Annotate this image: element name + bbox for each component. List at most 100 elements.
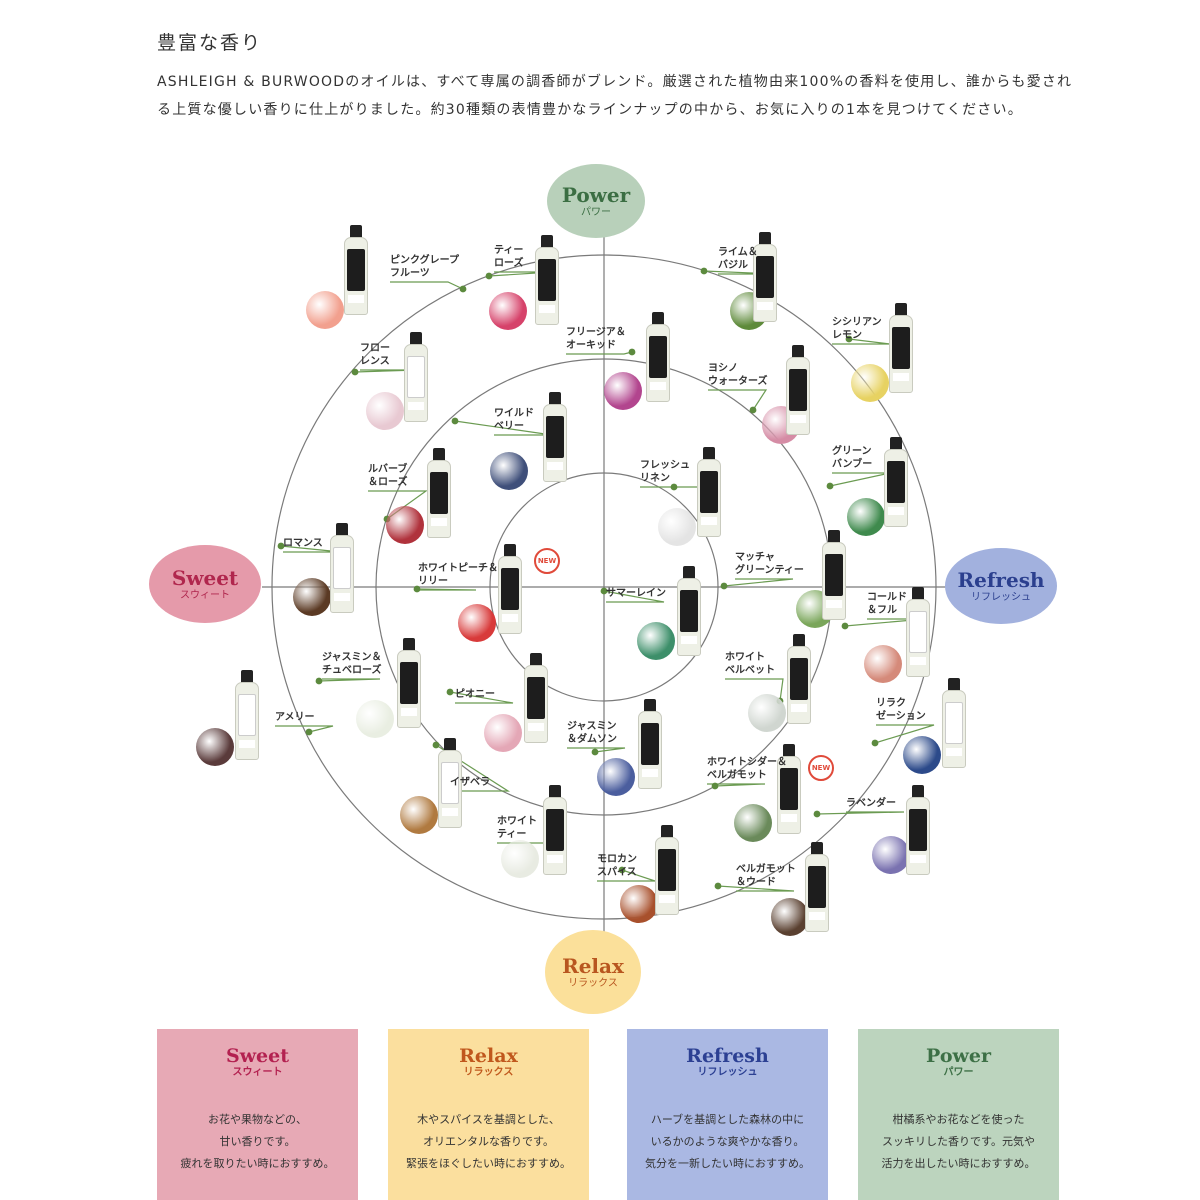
fragrance-name-line: リラク — [876, 698, 906, 709]
oil-bottle — [942, 678, 966, 768]
fragrance-name-line: レモン — [832, 330, 862, 341]
category-relax-en: Relax — [459, 1045, 518, 1067]
fragrance-name: リラクゼーション — [876, 697, 926, 723]
desc-line: 活力を出したい時におすすめ。 — [881, 1157, 1036, 1170]
ring-dot — [277, 542, 285, 550]
fragrance-name: ラベンダー — [846, 797, 896, 810]
ring-dot — [670, 483, 678, 491]
ring-dot — [485, 272, 493, 280]
category-sweet: Sweet スウィート お花や果物などの、 甘い香りです。 疲れを取りたい時にお… — [157, 1029, 358, 1200]
ring-dot — [351, 368, 359, 376]
bottle-sublabel — [757, 302, 773, 310]
axis-sweet: Sweet スウィート — [149, 545, 261, 623]
fragrance-name: ルバーブ ＆ローズ — [368, 463, 408, 489]
bottle-sublabel — [431, 518, 447, 526]
ring-dot — [700, 267, 708, 275]
ring-dot — [845, 335, 853, 343]
bottle-sublabel — [910, 657, 926, 665]
bottle-cap — [890, 437, 902, 451]
desc-line: スッキリした香りです。元気や — [882, 1135, 1035, 1148]
bottle-label — [641, 723, 659, 765]
bottle-cap — [912, 785, 924, 799]
bottle-label — [909, 611, 927, 653]
fragrance-name-line: ＆ローズ — [368, 477, 408, 488]
bottle-sublabel — [888, 507, 904, 515]
oil-bottle — [805, 842, 829, 932]
bottle-cap — [410, 332, 422, 346]
bottle-cap — [759, 232, 771, 246]
bottle-label — [887, 461, 905, 503]
fragrance-name-line: ホワイト — [725, 652, 765, 663]
category-power: Power パワー 柑橘系やお花などを使った スッキリした香りです。元気や 活力… — [858, 1029, 1059, 1200]
bottle-cap — [793, 634, 805, 648]
fragrance-name: ホワイトシダー＆ベルガモット — [707, 756, 787, 782]
fragrance-name-line: ルバーブ — [368, 464, 408, 475]
bottle-sublabel — [659, 895, 675, 903]
fragrance-thumbnail — [458, 604, 496, 642]
bottle-cap — [549, 392, 561, 406]
fragrance-name-line: サマーレイン — [606, 588, 666, 599]
fragrance-name: サマーレイン — [606, 587, 666, 600]
fragrance-thumbnail — [400, 796, 438, 834]
category-power-desc: 柑橘系やお花などを使った スッキリした香りです。元気や 活力を出したい時におすす… — [858, 1109, 1059, 1175]
fragrance-name-line: ティー — [497, 829, 527, 840]
ring-dot — [826, 482, 834, 490]
leader-line — [723, 578, 794, 587]
category-power-en: Power — [926, 1045, 991, 1067]
leader-line — [874, 724, 935, 744]
oil-bottle — [397, 638, 421, 728]
axis-relax: Relax リラックス — [545, 930, 641, 1014]
fragrance-name-line: ティー — [494, 245, 524, 256]
fragrance-thumbnail — [864, 645, 902, 683]
fragrance-name-line: フルーツ — [390, 268, 430, 279]
fragrance-name: ホワイトベルベット — [725, 651, 775, 677]
bottle-sublabel — [239, 740, 255, 748]
bottle-label — [538, 259, 556, 301]
oil-bottle — [655, 825, 679, 915]
ring-dot — [432, 741, 440, 749]
bottle-sublabel — [809, 912, 825, 920]
fragrance-name-line: ホワイトピーチ＆ — [418, 563, 498, 574]
fragrance-name-line: バジル — [718, 260, 748, 271]
fragrance-name: アメリー — [275, 711, 315, 724]
fragrance-thumbnail — [356, 700, 394, 738]
bottle-label — [527, 677, 545, 719]
fragrance-thumbnail — [490, 452, 528, 490]
fragrance-name: ピオニー — [455, 688, 495, 701]
ring-dot — [413, 585, 421, 593]
oil-bottle — [697, 447, 721, 537]
bottle-cap — [895, 303, 907, 317]
oil-bottle — [404, 332, 428, 422]
category-relax: Relax リラックス 木やスパイスを基調とした、 オリエンタルな香りです。 緊… — [388, 1029, 589, 1200]
desc-line: ハーブを基調とした森林の中に — [650, 1113, 805, 1126]
bottle-label — [333, 547, 351, 589]
bottle-sublabel — [442, 808, 458, 816]
desc-line: いるかのような爽やかな香り。 — [650, 1135, 805, 1148]
fragrance-name-line: フリージア＆ — [566, 327, 626, 338]
bottle-cap — [948, 678, 960, 692]
ring-dot — [315, 677, 323, 685]
category-sweet-desc: お花や果物などの、 甘い香りです。 疲れを取りたい時におすすめ。 — [157, 1109, 358, 1175]
leader-line — [566, 351, 633, 355]
ring-dot — [618, 866, 626, 874]
bottle-sublabel — [893, 373, 909, 381]
bottle-label — [546, 809, 564, 851]
leader-line — [318, 678, 381, 682]
fragrance-name-line: ゼーション — [876, 711, 926, 722]
bottle-cap — [912, 587, 924, 601]
bottle-sublabel — [701, 517, 717, 525]
bottle-label — [789, 369, 807, 411]
fragrance-name-line: リネン — [640, 473, 670, 484]
axis-sweet-jp: スウィート — [180, 589, 230, 601]
bottle-cap — [644, 699, 656, 713]
desc-line: 甘い香りです。 — [219, 1135, 296, 1148]
fragrance-thumbnail — [771, 898, 809, 936]
bottle-sublabel — [681, 636, 697, 644]
oil-bottle — [344, 225, 368, 315]
bottle-cap — [652, 312, 664, 326]
category-relax-desc: 木やスパイスを基調とした、 オリエンタルな香りです。 緊張をほぐしたい時におすす… — [388, 1109, 589, 1175]
fragrance-thumbnail — [604, 372, 642, 410]
fragrance-name-line: フレッシュ — [640, 460, 690, 471]
oil-bottle — [822, 530, 846, 620]
bottle-sublabel — [791, 704, 807, 712]
